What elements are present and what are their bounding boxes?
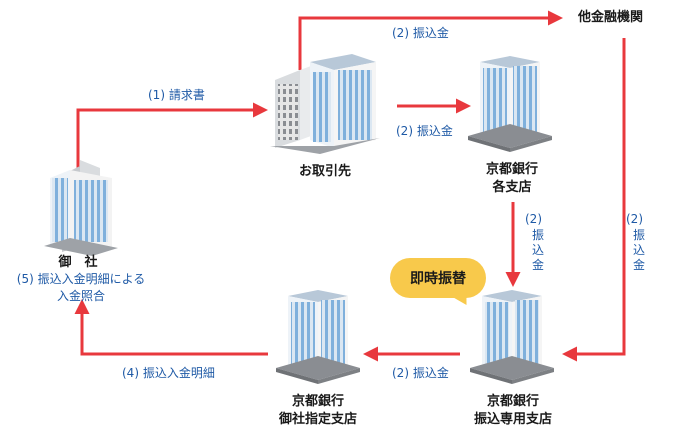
transfer-branch-word: 振込金 [531, 228, 544, 272]
arrow-transfer-top [298, 10, 563, 70]
transfer-branch-num: (2) [525, 212, 542, 226]
building-kyoto-dedicated-icon [470, 290, 554, 384]
building-kyoto-branches-icon [468, 56, 552, 152]
kyoto-designated-line2: 御社指定支店 [278, 412, 357, 427]
head-office-note-2: 入金照合 [56, 289, 105, 303]
invoice-label: (1) 請求書 [148, 88, 205, 102]
building-head-office-icon [44, 160, 118, 256]
arrow-invoice [76, 102, 268, 168]
building-client-icon [270, 54, 380, 154]
instant-transfer-bubble: 即時振替 [390, 258, 486, 298]
arrow-transfer-right [562, 38, 626, 362]
transfer-mid-label: (2) 振込金 [396, 124, 453, 138]
instant-transfer-text: 即時振替 [410, 271, 466, 287]
head-office-label: 御 社 [58, 255, 98, 270]
transfer-right-num: (2) [626, 212, 643, 226]
kyoto-dedicated-line1: 京都銀行 [486, 394, 539, 409]
transfer-bottom-label: (2) 振込金 [392, 366, 449, 380]
kyoto-dedicated-line2: 振込専用支店 [473, 412, 552, 427]
kyoto-branches-line1: 京都銀行 [485, 162, 538, 177]
arrow-statement [74, 299, 268, 356]
client-label: お取引先 [298, 164, 351, 179]
transfer-top-label: (2) 振込金 [392, 26, 449, 40]
transfer-right-word: 振込金 [632, 228, 645, 272]
statement-label: (4) 振込入金明細 [122, 366, 215, 380]
other-bank-label: 他金融機関 [578, 10, 644, 25]
building-kyoto-designated-icon [276, 290, 360, 384]
kyoto-designated-line1: 京都銀行 [291, 394, 344, 409]
kyoto-branches-line2: 各支店 [492, 180, 532, 195]
head-office-note-1: (5) 振込入金明細による [16, 272, 146, 286]
